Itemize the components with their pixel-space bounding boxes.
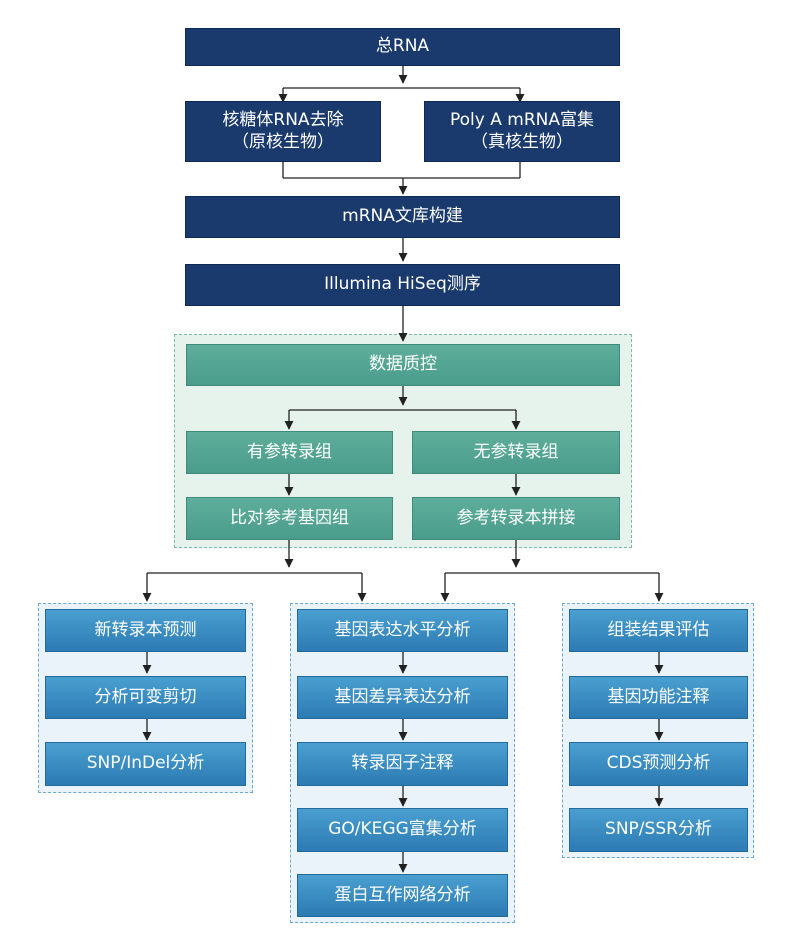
expression-level-box: 基因表达水平分析 <box>297 609 508 652</box>
go-kegg-label: GO/KEGG富集分析 <box>328 819 477 840</box>
tf-annotation-label: 转录因子注释 <box>351 753 454 774</box>
snp-ssr-label: SNP/SSR分析 <box>605 819 712 840</box>
novel-transcript-box: 新转录本预测 <box>45 609 246 652</box>
transcript-assembly-label: 参考转录本拼接 <box>456 507 576 528</box>
novel-transcript-label: 新转录本预测 <box>94 619 197 640</box>
cds-prediction-box: CDS预测分析 <box>569 742 748 786</box>
quality-control-label: 数据质控 <box>369 354 437 375</box>
align-genome-box: 比对参考基因组 <box>186 497 393 540</box>
sequencing-box: Illumina HiSeq测序 <box>185 264 620 306</box>
with-reference-box: 有参转录组 <box>186 431 393 474</box>
total-rna-box: 总RNA <box>185 28 620 66</box>
ppi-network-label: 蛋白互作网络分析 <box>334 884 471 905</box>
rrna-removal-box: 核糖体RNA去除 （原核生物） <box>185 101 381 162</box>
sequencing-label: Illumina HiSeq测序 <box>324 274 481 295</box>
differential-expression-box: 基因差异表达分析 <box>297 676 508 719</box>
without-reference-label: 无参转录组 <box>473 441 559 462</box>
assembly-evaluation-label: 组装结果评估 <box>607 619 710 640</box>
total-rna-label: 总RNA <box>375 36 430 57</box>
snp-indel-label: SNP/InDel分析 <box>86 753 205 774</box>
go-kegg-box: GO/KEGG富集分析 <box>297 808 508 852</box>
snp-ssr-box: SNP/SSR分析 <box>569 808 748 852</box>
snp-indel-box: SNP/InDel分析 <box>45 742 246 786</box>
without-reference-box: 无参转录组 <box>412 431 620 474</box>
function-annotation-label: 基因功能注释 <box>607 686 710 707</box>
polya-enrichment-label: Poly A mRNA富集 （真核生物） <box>450 110 594 152</box>
quality-control-box: 数据质控 <box>186 344 620 386</box>
expression-level-label: 基因表达水平分析 <box>334 619 471 640</box>
rrna-removal-label: 核糖体RNA去除 （原核生物） <box>222 110 344 152</box>
with-reference-label: 有参转录组 <box>247 441 332 462</box>
cds-prediction-label: CDS预测分析 <box>606 753 711 774</box>
mrna-library-label: mRNA文库构建 <box>342 206 463 227</box>
tf-annotation-box: 转录因子注释 <box>297 742 508 786</box>
align-genome-label: 比对参考基因组 <box>230 507 349 528</box>
mrna-library-box: mRNA文库构建 <box>185 196 620 238</box>
alt-splicing-box: 分析可变剪切 <box>45 676 246 719</box>
ppi-network-box: 蛋白互作网络分析 <box>297 874 508 917</box>
polya-enrichment-box: Poly A mRNA富集 （真核生物） <box>424 101 620 162</box>
transcript-assembly-box: 参考转录本拼接 <box>412 497 620 540</box>
alt-splicing-label: 分析可变剪切 <box>94 686 197 707</box>
function-annotation-box: 基因功能注释 <box>569 676 748 719</box>
differential-expression-label: 基因差异表达分析 <box>334 686 471 707</box>
assembly-evaluation-box: 组装结果评估 <box>569 609 748 652</box>
